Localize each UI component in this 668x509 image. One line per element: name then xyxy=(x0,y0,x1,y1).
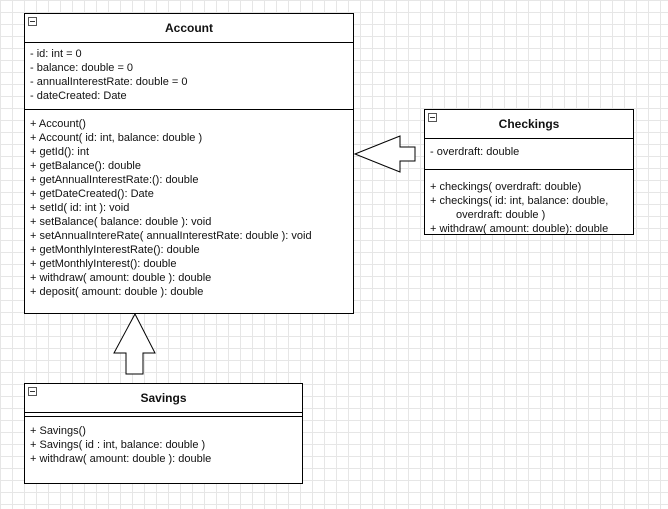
method: + Savings( id : int, balance: double ) xyxy=(30,439,206,451)
attribute: - overdraft: double xyxy=(430,146,520,158)
attribute: - dateCreated: Date xyxy=(30,90,127,102)
account-class-header[interactable]: Account xyxy=(25,14,353,43)
savings-class-header[interactable]: Savings xyxy=(25,384,302,413)
method: + Savings() xyxy=(30,425,86,437)
method: + deposit( amount: double ): double xyxy=(30,286,204,298)
method: + withdraw( amount: double): double xyxy=(430,223,609,235)
methods-section: + Savings() + Savings( id : int, balance… xyxy=(25,416,302,470)
attribute: - annualInterestRate: double = 0 xyxy=(30,76,188,88)
checkings-class-header[interactable]: Checkings xyxy=(425,110,633,139)
method: + getMonthlyInterestRate(): double xyxy=(30,244,200,256)
checkings-class[interactable]: Checkings - overdraft: double + checking… xyxy=(424,109,634,235)
class-name: Account xyxy=(165,21,213,35)
method: + checkings( id: int, balance: double, xyxy=(430,195,609,207)
savings-class[interactable]: Savings + Savings() + Savings( id : int,… xyxy=(24,383,303,484)
attributes-section: - id: int = 0 - balance: double = 0 - an… xyxy=(25,43,353,109)
collapse-icon[interactable] xyxy=(428,113,437,122)
attribute: - id: int = 0 xyxy=(30,48,82,60)
method: + setId( id: int ): void xyxy=(30,202,130,214)
method: + getId(): int xyxy=(30,146,90,158)
method: + getMonthlyInterest(): double xyxy=(30,258,177,270)
method: + getAnnualInterestRate:(): double xyxy=(30,174,199,186)
method: + Account() xyxy=(30,118,86,130)
method: + getDateCreated(): Date xyxy=(30,188,154,200)
method: + withdraw( amount: double ): double xyxy=(30,272,212,284)
method: + withdraw( amount: double ): double xyxy=(30,453,212,465)
method: + setBalance( balance: double ): void xyxy=(30,216,212,228)
methods-section: + Account() + Account( id: int, balance:… xyxy=(25,109,353,303)
method-continuation: overdraft: double ) xyxy=(456,209,546,221)
collapse-icon[interactable] xyxy=(28,17,37,26)
account-class[interactable]: Account - id: int = 0 - balance: double … xyxy=(24,13,354,314)
class-name: Checkings xyxy=(498,117,560,131)
inheritance-arrow-checkings[interactable] xyxy=(353,135,416,173)
method: + setAnnualIntereRate( annualInterestRat… xyxy=(30,230,312,242)
class-name: Savings xyxy=(140,391,187,405)
method: + Account( id: int, balance: double ) xyxy=(30,132,203,144)
methods-section: + checkings( overdraft: double) + checki… xyxy=(425,169,633,240)
collapse-icon[interactable] xyxy=(28,387,37,396)
attribute: - balance: double = 0 xyxy=(30,62,134,74)
method: + checkings( overdraft: double) xyxy=(430,181,582,193)
inheritance-arrow-savings[interactable] xyxy=(113,312,156,375)
method: + getBalance(): double xyxy=(30,160,141,172)
attributes-section: - overdraft: double xyxy=(425,139,633,169)
